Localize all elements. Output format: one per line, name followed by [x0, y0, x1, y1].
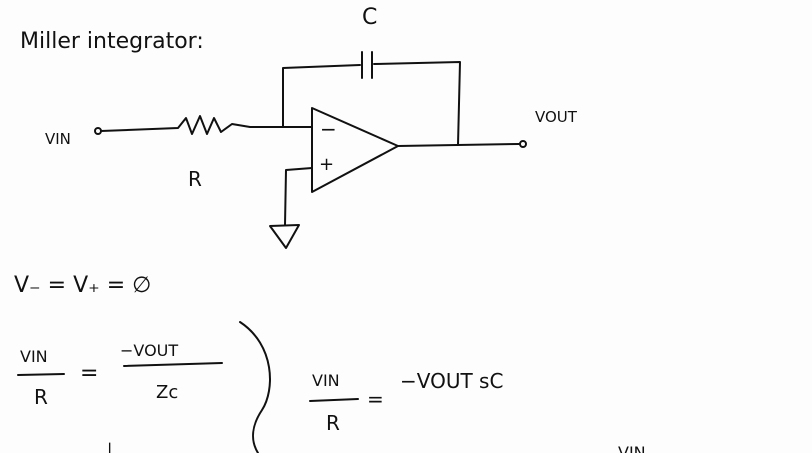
- noninverting-input-sign: +: [319, 154, 334, 175]
- op-amp: [311, 107, 399, 193]
- partial-symbol: ⊥: [100, 439, 119, 453]
- input-label: VIN: [45, 130, 71, 148]
- eq2-equals: =: [367, 387, 384, 411]
- equation-1: VIN R = −VOUT Zc: [17, 341, 223, 409]
- title: Miller integrator:: [20, 29, 204, 54]
- ground-symbol: [269, 167, 313, 249]
- virtual-ground-equation: V₋ = V₊ = ∅: [14, 273, 151, 298]
- partial-vin-label: VIN: [618, 443, 646, 453]
- output-wire: [397, 143, 520, 147]
- eq2-denominator: R: [326, 411, 340, 435]
- capacitor-label: C: [362, 5, 377, 30]
- curly-brace: [239, 321, 271, 453]
- eq1-rhs-numerator: −VOUT: [120, 341, 178, 360]
- inverting-input-sign: −: [320, 117, 337, 141]
- resistor: [100, 115, 313, 135]
- output-label: VOUT: [535, 108, 578, 126]
- eq1-numerator: VIN: [20, 347, 48, 366]
- eq1-denominator: R: [34, 385, 48, 409]
- feedback-capacitor: [282, 51, 461, 146]
- eq2-numerator: VIN: [312, 371, 340, 390]
- resistor-label: R: [188, 167, 202, 191]
- eq1-equals: =: [80, 361, 98, 386]
- output-terminal: [519, 140, 527, 148]
- eq1-rhs-denominator: Zc: [156, 382, 178, 403]
- eq2-rhs: −VOUT sC: [400, 369, 503, 393]
- equation-2: VIN R = −VOUT sC: [309, 369, 503, 435]
